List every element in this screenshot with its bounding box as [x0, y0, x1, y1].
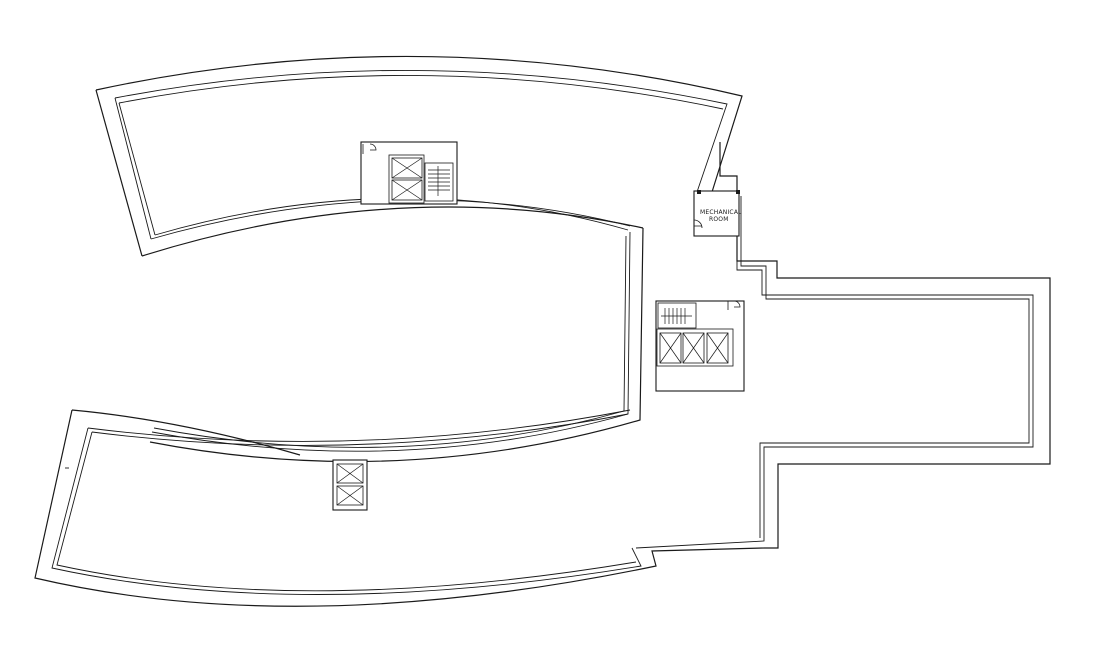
upper-elevator-2: [391, 179, 423, 201]
central-stair: [657, 302, 697, 329]
upper-elevator-shaft: [388, 154, 425, 204]
right-wing-inner-wall-2: [740, 196, 1030, 538]
central-elevator-3: [706, 332, 729, 364]
middle-lobe-inner-wall: [151, 231, 631, 452]
central-core-door: [727, 300, 741, 310]
upper-core: [360, 141, 458, 205]
mechanical-column-1: [697, 190, 701, 194]
upper-wing-inner-left-edge: [114, 97, 156, 240]
central-elevator-shaft: [656, 328, 734, 367]
mechanical-column-2: [736, 190, 740, 194]
upper-wing-outer-wall: [95, 55, 743, 257]
lower-elevator-2: [336, 485, 364, 506]
lower-elevator-1: [336, 463, 364, 484]
central-elevator-2: [682, 332, 705, 364]
mechanical-room-box: [693, 190, 740, 237]
right-wing: [635, 142, 1051, 549]
middle-lobe-inner-wall-2: [153, 235, 627, 448]
central-elevator-1: [659, 332, 682, 364]
central-stair-treads: [661, 308, 692, 324]
middle-lobe-outer-wall: [149, 227, 644, 463]
right-wing-outer-wall: [719, 142, 1051, 549]
lower-wing-outer-wall: [34, 409, 765, 607]
upper-elevator-1: [391, 157, 423, 179]
mechanical-door-swing: [693, 219, 703, 229]
central-core: [655, 300, 745, 392]
right-wing-inner-wall: [635, 196, 1034, 549]
upper-core-door: [362, 143, 377, 154]
upper-stair: [424, 162, 454, 202]
upper-stair-treads: [428, 166, 450, 196]
lower-wing-inner-wall: [51, 409, 642, 595]
mechanical-room: MECHANICAL ROOM: [693, 190, 742, 237]
middle-lobe: [149, 227, 644, 463]
mechanical-room-label-2: ROOM: [709, 216, 729, 223]
lower-wing-inner-wall-2: [56, 413, 637, 592]
upper-core-box: [360, 141, 458, 205]
lower-core: [332, 459, 368, 511]
lower-core-box: [332, 459, 368, 511]
upper-wing-outer-left-edge: [95, 89, 143, 257]
mechanical-room-label-1: MECHANICAL: [700, 209, 742, 216]
lower-wing: [34, 409, 765, 607]
